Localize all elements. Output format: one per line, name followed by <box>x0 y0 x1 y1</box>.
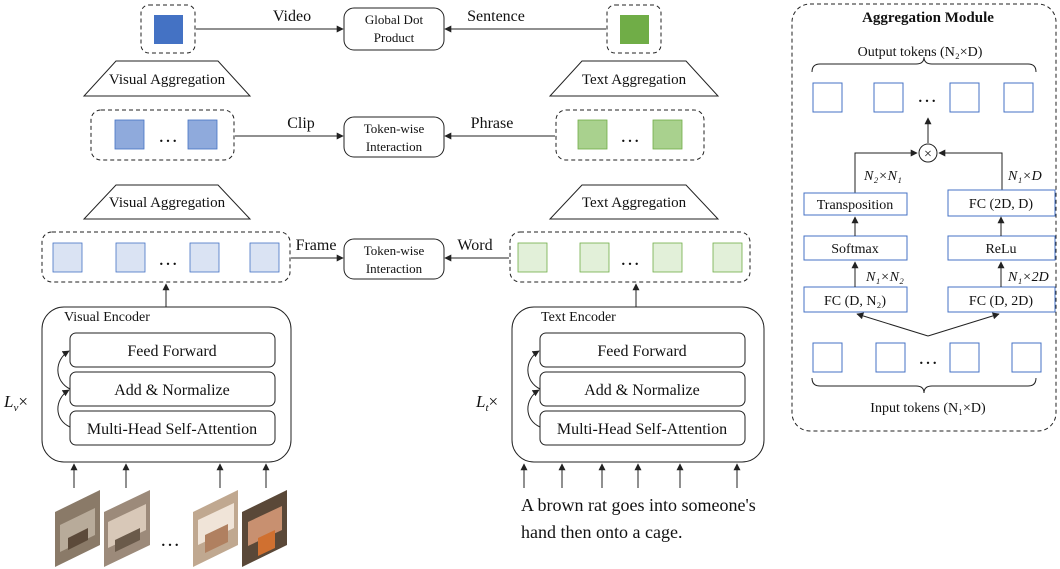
video-frame-2 <box>104 490 150 567</box>
text-encoder: Text Encoder Feed Forward Add & Normaliz… <box>511 306 765 463</box>
svg-text:Token-wise: Token-wise <box>364 121 425 136</box>
svg-text:Aggregation Module: Aggregation Module <box>862 10 994 26</box>
visual-aggregation-mid: Visual Aggregation <box>82 184 252 220</box>
svg-text:Transposition: Transposition <box>817 198 894 213</box>
svg-text:Token-wise: Token-wise <box>364 243 425 258</box>
svg-text:Interaction: Interaction <box>366 261 423 276</box>
video-frame-1 <box>55 490 100 567</box>
svg-text:Visual Aggregation: Visual Aggregation <box>109 195 226 211</box>
phrase-label: Phrase <box>471 115 514 132</box>
text-input-arrows <box>520 463 741 488</box>
svg-text:×: × <box>924 147 932 162</box>
svg-text:Add & Normalize: Add & Normalize <box>584 382 700 399</box>
svg-text:N₂×N₁: N₂×N₁ <box>863 169 902 184</box>
visual-encoder: Visual Encoder Feed Forward Add & Normal… <box>41 306 292 463</box>
visual-aggregation-top: Visual Aggregation <box>82 60 252 97</box>
visual-input-arrows <box>70 463 270 488</box>
frame-tokens: … <box>41 231 291 283</box>
svg-text:Text Aggregation: Text Aggregation <box>582 72 687 88</box>
sentence-label: Sentence <box>467 8 525 25</box>
phrase-tokens: … <box>555 109 705 161</box>
svg-text:Product: Product <box>374 30 415 45</box>
svg-text:Softmax: Softmax <box>831 242 878 257</box>
svg-text:Text Aggregation: Text Aggregation <box>582 195 687 211</box>
svg-text:…: … <box>158 248 178 270</box>
word-label: Word <box>457 237 492 254</box>
text-aggregation-top: Text Aggregation <box>548 60 720 97</box>
svg-text:Feed Forward: Feed Forward <box>597 343 686 360</box>
word-tokens: … <box>509 231 751 283</box>
svg-text:FC (2D, D): FC (2D, D) <box>969 197 1034 212</box>
svg-text:…: … <box>918 347 938 369</box>
svg-text:…: … <box>917 85 937 107</box>
text-aggregation-mid: Text Aggregation <box>548 184 720 220</box>
clip-tokens: … <box>90 109 235 161</box>
text-repeat-label: Lt× <box>475 392 498 414</box>
svg-text:…: … <box>620 125 640 147</box>
caption-line-1: A brown rat goes into someone's <box>521 495 756 515</box>
frames-ellipsis: … <box>160 529 180 551</box>
token-wise-interaction-box-1: Token-wise Interaction <box>343 116 445 158</box>
svg-text:Text Encoder: Text Encoder <box>541 310 616 325</box>
aggregation-module: Aggregation Module Output tokens (N₂×D) … <box>791 3 1057 432</box>
sentence-embedding <box>606 4 662 54</box>
svg-text:Feed Forward: Feed Forward <box>127 343 216 360</box>
svg-text:N₁×D: N₁×D <box>1007 169 1042 184</box>
svg-text:Add & Normalize: Add & Normalize <box>114 382 230 399</box>
svg-text:N₁×N₂: N₁×N₂ <box>865 270 904 285</box>
clip-label: Clip <box>287 115 315 132</box>
svg-text:FC (D, N₂): FC (D, N₂) <box>824 294 886 309</box>
svg-text:…: … <box>158 125 178 147</box>
svg-text:Multi-Head Self-Attention: Multi-Head Self-Attention <box>87 421 257 438</box>
global-dot-product-box: Global Dot Product <box>343 7 445 51</box>
video-frame-3 <box>193 490 238 567</box>
svg-text:Input tokens (N₁×D): Input tokens (N₁×D) <box>870 401 986 416</box>
svg-text:N₁×2D: N₁×2D <box>1007 270 1049 285</box>
svg-text:…: … <box>620 248 640 270</box>
frame-label: Frame <box>296 237 337 254</box>
svg-text:Global Dot: Global Dot <box>365 12 424 27</box>
video-embedding <box>140 4 196 54</box>
svg-text:Multi-Head Self-Attention: Multi-Head Self-Attention <box>557 421 727 438</box>
svg-text:Visual Aggregation: Visual Aggregation <box>109 72 226 88</box>
svg-text:ReLu: ReLu <box>985 242 1016 257</box>
svg-text:Interaction: Interaction <box>366 139 423 154</box>
caption-line-2: hand then onto a cage. <box>521 522 682 542</box>
svg-text:FC (D, 2D): FC (D, 2D) <box>969 294 1034 309</box>
visual-repeat-label: Lv× <box>3 392 28 414</box>
svg-text:Output tokens (N₂×D): Output tokens (N₂×D) <box>858 45 983 60</box>
video-label: Video <box>273 8 311 25</box>
token-wise-interaction-box-2: Token-wise Interaction <box>343 238 445 280</box>
video-frame-4 <box>242 490 287 567</box>
svg-text:Visual Encoder: Visual Encoder <box>64 310 150 325</box>
